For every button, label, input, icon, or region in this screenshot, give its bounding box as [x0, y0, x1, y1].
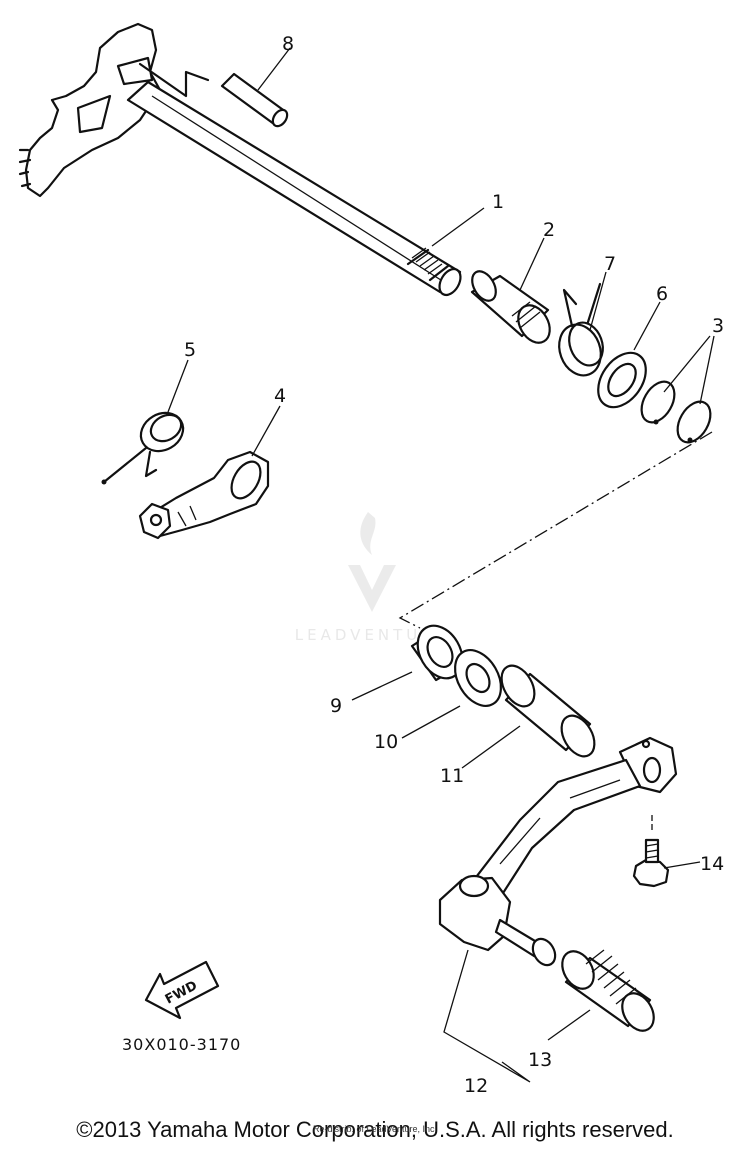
- part-8-pin: [138, 47, 291, 128]
- callout-5: 5: [184, 339, 196, 361]
- callout-9: 9: [330, 695, 342, 717]
- callout-numbers: 1 2 3 4 5 6 7 8 9 10 11 12 13 14: [184, 33, 724, 1097]
- part-13-pedal-rubber: [561, 949, 655, 1032]
- callout-4: 4: [274, 385, 286, 407]
- callout-13: 13: [528, 1049, 552, 1071]
- callout-3: 3: [712, 315, 724, 337]
- part-11-collar: [500, 664, 596, 758]
- part-1-shift-shaft: [18, 22, 462, 297]
- part-14-bolt: [632, 814, 670, 888]
- part-4-stopper-lever: [138, 450, 270, 540]
- callout-10: 10: [374, 731, 398, 753]
- watermark-logo: LEADVENTURE: [295, 512, 449, 644]
- part-7-return-spring: [558, 282, 604, 377]
- fwd-direction-arrow: FWD: [144, 960, 220, 1020]
- callout-2: 2: [543, 219, 555, 241]
- part-3-circlips: [640, 380, 712, 444]
- part-9-oil-seal: [410, 624, 466, 682]
- callout-7: 7: [604, 253, 616, 275]
- leader-lines: [167, 207, 715, 1083]
- assembly-axis-line: [398, 431, 713, 629]
- callout-6: 6: [656, 283, 668, 305]
- part-5-spring: [101, 411, 185, 485]
- exploded-parts-diagram: LEADVENTURE: [18, 22, 724, 1097]
- callout-1: 1: [492, 191, 504, 213]
- part-12-shift-pedal: [438, 736, 678, 967]
- callout-11: 11: [440, 765, 464, 787]
- overlay-note: Re-distrib. of LeadVenture, Inc.: [312, 1124, 438, 1134]
- callout-8: 8: [282, 33, 294, 55]
- part-2-collar: [470, 270, 551, 344]
- watermark-text: LEADVENTURE: [295, 626, 449, 644]
- callout-12: 12: [464, 1075, 488, 1097]
- part-10-washer: [453, 649, 503, 707]
- copyright-notice: ©2013 Yamaha Motor Corporation, U.S.A. A…: [76, 1117, 674, 1142]
- part-6-washer: [597, 351, 647, 409]
- part-code: 30X010-3170: [122, 1035, 241, 1054]
- callout-14: 14: [700, 853, 724, 875]
